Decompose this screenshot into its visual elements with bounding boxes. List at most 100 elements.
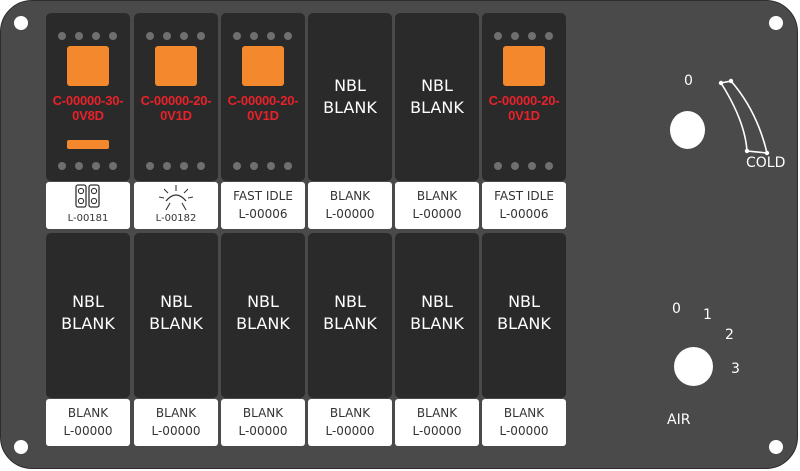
led-dot xyxy=(75,162,83,170)
switch-lens xyxy=(503,46,545,86)
legend-code: L-00000 xyxy=(412,424,462,438)
air-position-2: 2 xyxy=(725,327,734,343)
legend-text: BLANK xyxy=(242,406,284,420)
switch-legend-11: BLANK L-00000 xyxy=(395,399,479,446)
led-dot xyxy=(528,32,536,40)
switch-legend-10: BLANK L-00000 xyxy=(308,399,392,446)
led-dot xyxy=(511,162,519,170)
legend-code: L-00181 xyxy=(67,213,109,224)
led-dot xyxy=(75,32,83,40)
switch-legend-12: BLANK L-00000 xyxy=(482,399,566,446)
led-dot xyxy=(250,32,258,40)
led-dots-top xyxy=(482,32,566,42)
led-dot xyxy=(528,162,536,170)
switch-part-code: C-00000-20-0V1D xyxy=(488,93,560,123)
switch-lens xyxy=(155,46,197,86)
led-dot xyxy=(92,162,100,170)
legend-text: FAST IDLE xyxy=(494,189,554,203)
switch-lens xyxy=(67,46,109,86)
switch-legend-4: BLANK L-00000 xyxy=(308,182,392,229)
legend-code: L-00000 xyxy=(499,424,549,438)
led-dot xyxy=(197,32,205,40)
rocker-switch-3[interactable]: C-00000-20-0V1D xyxy=(221,13,305,181)
switch-part-code: C-00000-30-0V8D xyxy=(52,93,124,123)
led-dot xyxy=(284,32,292,40)
led-dot xyxy=(511,32,519,40)
temperature-knob[interactable] xyxy=(670,111,705,149)
temp-zero-label: 0 xyxy=(684,73,693,89)
legend-text: BLANK xyxy=(416,189,458,203)
led-dot xyxy=(146,162,154,170)
led-dot xyxy=(92,32,100,40)
mounting-hole xyxy=(769,440,783,454)
legend-code: L-00000 xyxy=(238,424,288,438)
rocker-switch-6[interactable]: C-00000-20-0V1D xyxy=(482,13,566,181)
led-dot xyxy=(58,32,66,40)
legend-text: BLANK xyxy=(416,406,458,420)
led-dots-bottom xyxy=(482,162,566,172)
led-dot xyxy=(109,32,117,40)
legend-text: BLANK xyxy=(67,406,109,420)
led-dots-top xyxy=(46,32,130,42)
led-dot xyxy=(163,162,171,170)
led-dot xyxy=(163,32,171,40)
legend-code: L-00000 xyxy=(412,207,462,221)
mounting-hole xyxy=(769,16,783,30)
led-dot xyxy=(545,162,553,170)
temp-cold-label: COLD xyxy=(746,155,786,171)
switch-legend-8: BLANK L-00000 xyxy=(134,399,218,446)
switch-legend-7: BLANK L-00000 xyxy=(46,399,130,446)
led-dot xyxy=(109,162,117,170)
switch-legend-2: L-00182 xyxy=(134,182,218,229)
rocker-switch-2[interactable]: C-00000-20-0V1D xyxy=(134,13,218,181)
led-dot xyxy=(180,162,188,170)
legend-code: L-00000 xyxy=(325,207,375,221)
legend-code: L-00006 xyxy=(238,207,288,221)
legend-text: BLANK xyxy=(329,189,371,203)
led-dot xyxy=(494,162,502,170)
fuel-filter-icon xyxy=(75,184,100,208)
temp-range-indicator xyxy=(718,78,770,156)
switch-part-code: C-00000-20-0V1D xyxy=(140,93,212,123)
legend-code: L-00000 xyxy=(63,424,113,438)
air-position-0: 0 xyxy=(672,301,681,317)
led-dot xyxy=(545,32,553,40)
legend-code: L-00000 xyxy=(151,424,201,438)
legend-text: BLANK xyxy=(329,406,371,420)
legend-code: L-00006 xyxy=(499,207,549,221)
led-dot xyxy=(146,32,154,40)
led-dot xyxy=(58,162,66,170)
led-dots-bottom xyxy=(221,162,305,172)
led-dot xyxy=(197,162,205,170)
legend-text: BLANK xyxy=(155,406,197,420)
led-dot xyxy=(180,32,188,40)
legend-text: BLANK xyxy=(503,406,545,420)
air-position-3: 3 xyxy=(731,361,740,377)
switch-legend-5: BLANK L-00000 xyxy=(395,182,479,229)
rocker-switch-1[interactable]: C-00000-30-0V8D xyxy=(46,13,130,181)
led-dot xyxy=(267,162,275,170)
switch-legend-9: BLANK L-00000 xyxy=(221,399,305,446)
air-knob[interactable] xyxy=(674,347,713,386)
legend-text: FAST IDLE xyxy=(233,189,293,203)
led-dots-top xyxy=(221,32,305,42)
mounting-hole xyxy=(14,16,28,30)
air-label: AIR xyxy=(667,412,691,428)
legend-code: L-00000 xyxy=(325,424,375,438)
mounting-hole xyxy=(14,440,28,454)
led-dot xyxy=(233,162,241,170)
led-dots-bottom xyxy=(46,162,130,172)
led-dots-top xyxy=(134,32,218,42)
